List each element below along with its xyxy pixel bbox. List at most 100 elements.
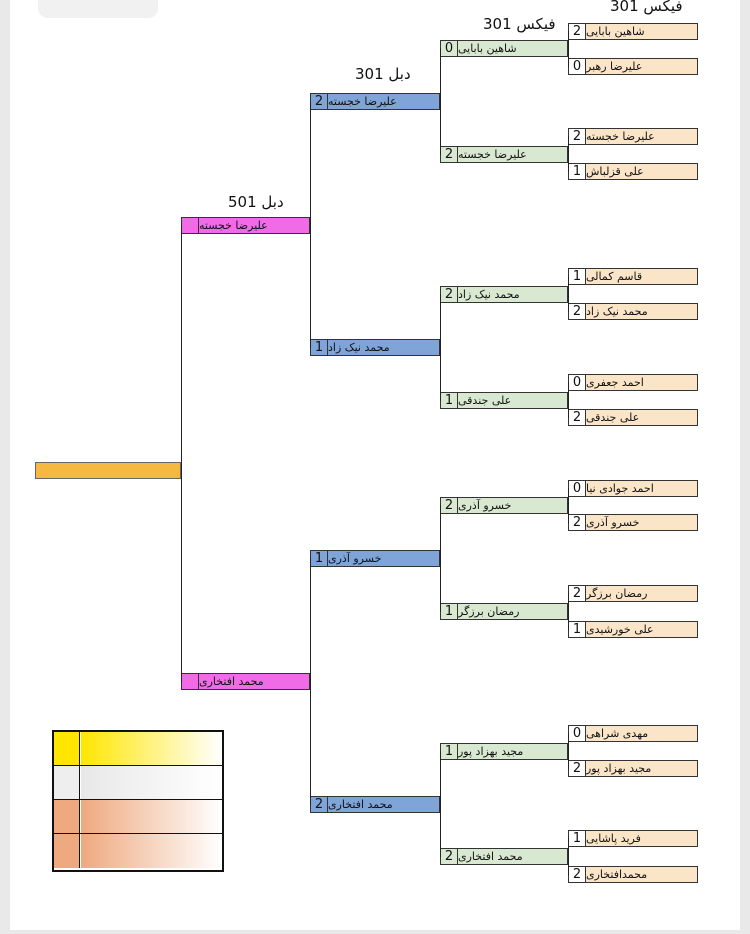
- player-score: 1: [441, 393, 458, 408]
- legend-row: [54, 800, 222, 834]
- player-name: قاسم کمالی: [586, 270, 643, 283]
- player-name: علیرضا خجسته: [199, 219, 268, 232]
- player-name: خسرو آذری: [458, 499, 512, 512]
- player-name: علی قزلباش: [586, 165, 644, 178]
- player-score: 1: [311, 340, 328, 355]
- player-name: علی جندقی: [458, 394, 512, 407]
- player-name: رمضان برزگر: [586, 587, 648, 600]
- legend-gradient: [81, 800, 222, 833]
- player-score: 1: [311, 551, 328, 566]
- player-name: محمد نیک زاد: [328, 341, 390, 354]
- player-score: 0: [569, 59, 586, 74]
- player-name: مجید بهزاد پور: [458, 745, 524, 758]
- player-name: خسرو آذری: [586, 516, 640, 529]
- bracket-line: [568, 31, 569, 67]
- player-score: 1: [569, 164, 586, 179]
- player-score: 1: [569, 269, 586, 284]
- bracket-line: [310, 101, 311, 348]
- player-score: 1: [441, 744, 458, 759]
- player-score: 2: [441, 147, 458, 162]
- player-name: محمد افتخاری: [458, 850, 523, 863]
- legend-row: [54, 732, 222, 766]
- player-name: رمضان برزگر: [458, 605, 520, 618]
- legend-gradient: [81, 732, 222, 765]
- player-score: 2: [569, 129, 586, 144]
- player-name: علیرضا خجسته: [328, 95, 397, 108]
- bracket-line: [568, 382, 569, 418]
- player-score: 2: [569, 24, 586, 39]
- player-score: 2: [441, 287, 458, 302]
- bracket-line: [440, 48, 441, 155]
- player-name: علیرضا خجسته: [586, 130, 655, 143]
- bracket-line: [440, 294, 441, 401]
- round4-match-slot[interactable]: علیرضا خجسته: [181, 217, 310, 234]
- legend-swatch: [54, 766, 80, 799]
- bracket-line: [568, 733, 569, 769]
- player-name: محمد افتخاری: [328, 798, 393, 811]
- round1-label: 301 فیکس: [610, 0, 683, 15]
- legend-swatch: [54, 800, 80, 833]
- player-score: 0: [569, 375, 586, 390]
- legend-swatch: [54, 834, 80, 868]
- player-score: 0: [441, 41, 458, 56]
- bracket-line: [568, 593, 569, 630]
- player-score: 2: [569, 867, 586, 882]
- player-name: احمد جوادی نیا: [586, 482, 654, 495]
- player-name: خسرو آذری: [328, 552, 382, 565]
- player-name: علی جندقی: [586, 411, 640, 424]
- bracket-line: [568, 276, 569, 312]
- player-name: احمد جعفری: [586, 376, 644, 389]
- player-score: 2: [569, 586, 586, 601]
- bracket-line: [440, 751, 441, 857]
- player-score: 1: [569, 831, 586, 846]
- round3-label: 301 دبل: [355, 65, 411, 83]
- round4-label: 501 دبل: [228, 193, 284, 211]
- round4-match-slot[interactable]: محمد افتخاری: [181, 673, 310, 690]
- legend-swatch: [54, 732, 80, 765]
- player-score: 2: [569, 761, 586, 776]
- player-name: مجید بهزاد پور: [586, 762, 652, 775]
- legend-gradient: [81, 766, 222, 799]
- player-name: علیرضا خجسته: [458, 148, 527, 161]
- player-name: علیرضا رهبر: [586, 60, 643, 73]
- bracket-line: [440, 505, 441, 612]
- top-tab[interactable]: [38, 0, 158, 18]
- player-score: 1: [569, 622, 586, 637]
- player-score: 2: [441, 849, 458, 864]
- player-name: محمد نیک زاد: [586, 305, 648, 318]
- player-name: شاهین بابایی: [458, 42, 517, 55]
- player-score: 2: [569, 410, 586, 425]
- player-score: 2: [569, 304, 586, 319]
- player-score: 2: [569, 515, 586, 530]
- bracket-line: [568, 488, 569, 523]
- player-name: محمد نیک زاد: [458, 288, 520, 301]
